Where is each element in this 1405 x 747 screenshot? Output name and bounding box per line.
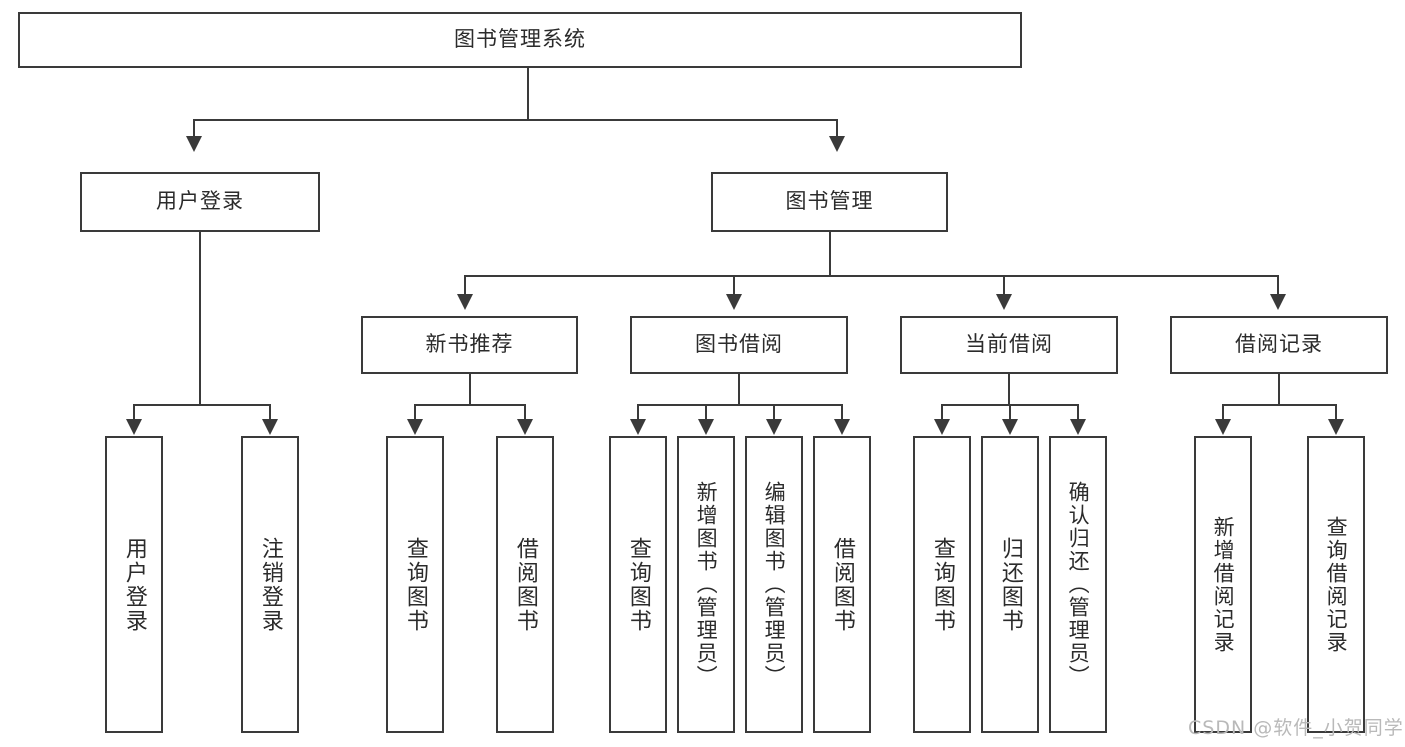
leaf-return-book-label: 归还图书 — [997, 536, 1023, 633]
node-new-book-recommend-label: 新书推荐 — [425, 332, 514, 357]
leaf-query-book-3-label: 查询图书 — [929, 536, 955, 633]
arrowhead-user-login — [186, 136, 202, 152]
node-user-login[interactable]: 用户登录 — [80, 172, 320, 232]
connector-drop-query-book-3 — [941, 404, 943, 420]
leaf-query-book-3[interactable]: 查询图书 — [913, 436, 971, 733]
arrowhead-book-borrow — [726, 294, 742, 310]
leaf-confirm-return-label: 确认归还（管理员） — [1066, 481, 1091, 688]
connector-drop-query-book-1 — [414, 404, 416, 420]
arrowhead-book-manage — [829, 136, 845, 152]
connector-drop-return-book — [1009, 404, 1011, 420]
arrowhead-edit-book — [766, 419, 782, 435]
connector-level2-bus — [193, 119, 838, 121]
leaf-user-logout[interactable]: 注销登录 — [241, 436, 299, 733]
connector-book-borrow-bus — [637, 404, 843, 406]
arrowhead-return-book — [1002, 419, 1018, 435]
arrowhead-borrow-book-1 — [517, 419, 533, 435]
arrowhead-borrow-record — [1270, 294, 1286, 310]
node-book-borrow-label: 图书借阅 — [695, 332, 783, 357]
node-new-book-recommend[interactable]: 新书推荐 — [361, 316, 578, 374]
node-root-label: 图书管理系统 — [454, 27, 586, 52]
arrowhead-add-record — [1215, 419, 1231, 435]
connector-drop-book-manage — [836, 119, 838, 137]
leaf-user-logout-label: 注销登录 — [257, 536, 283, 633]
arrowhead-new-book-rec — [457, 294, 473, 310]
leaf-borrow-book-1-label: 借阅图书 — [512, 536, 538, 633]
leaf-query-record[interactable]: 查询借阅记录 — [1307, 436, 1365, 733]
connector-book-manage-stem — [829, 232, 831, 276]
connector-drop-confirm-return — [1077, 404, 1079, 420]
connector-drop-leaf-user-logout — [269, 404, 271, 420]
leaf-borrow-book-2-label: 借阅图书 — [829, 536, 855, 633]
connector-borrow-record-bus — [1222, 404, 1337, 406]
node-book-borrow[interactable]: 图书借阅 — [630, 316, 848, 374]
node-borrow-record[interactable]: 借阅记录 — [1170, 316, 1388, 374]
leaf-edit-book[interactable]: 编辑图书（管理员） — [745, 436, 803, 733]
connector-new-book-rec-stem — [469, 374, 471, 405]
node-book-manage-label: 图书管理 — [785, 189, 874, 214]
connector-drop-add-record — [1222, 404, 1224, 420]
node-borrow-record-label: 借阅记录 — [1235, 332, 1323, 357]
leaf-query-book-1[interactable]: 查询图书 — [386, 436, 444, 733]
node-root-system[interactable]: 图书管理系统 — [18, 12, 1022, 68]
arrowhead-add-book — [698, 419, 714, 435]
leaf-query-book-2-label: 查询图书 — [625, 536, 651, 633]
arrowhead-query-book-1 — [407, 419, 423, 435]
connector-drop-new-book-rec — [464, 275, 466, 295]
connector-drop-borrow-record — [1277, 275, 1279, 295]
leaf-borrow-book-1[interactable]: 借阅图书 — [496, 436, 554, 733]
connector-user-login-stem — [199, 232, 201, 405]
leaf-query-record-label: 查询借阅记录 — [1324, 515, 1349, 654]
arrowhead-current-borrow — [996, 294, 1012, 310]
leaf-query-book-2[interactable]: 查询图书 — [609, 436, 667, 733]
leaf-query-book-1-label: 查询图书 — [402, 536, 428, 633]
node-user-login-label: 用户登录 — [156, 189, 244, 214]
node-current-borrow-label: 当前借阅 — [965, 332, 1053, 357]
connector-drop-borrow-book-2 — [841, 404, 843, 420]
connector-new-book-rec-bus — [414, 404, 526, 406]
leaf-confirm-return[interactable]: 确认归还（管理员） — [1049, 436, 1107, 733]
leaf-add-book-label: 新增图书（管理员） — [694, 481, 719, 688]
node-current-borrow[interactable]: 当前借阅 — [900, 316, 1118, 374]
arrowhead-borrow-book-2 — [834, 419, 850, 435]
arrowhead-leaf-user-logout — [262, 419, 278, 435]
arrowhead-query-book-3 — [934, 419, 950, 435]
arrowhead-query-record — [1328, 419, 1344, 435]
watermark-text: CSDN @软件_小贺同学 — [1188, 717, 1404, 739]
arrowhead-query-book-2 — [630, 419, 646, 435]
connector-book-borrow-stem — [738, 374, 740, 405]
connector-drop-current-borrow — [1003, 275, 1005, 295]
leaf-user-login-label: 用户登录 — [121, 536, 147, 633]
leaf-add-record-label: 新增借阅记录 — [1211, 515, 1236, 654]
leaf-add-record[interactable]: 新增借阅记录 — [1194, 436, 1252, 733]
connector-borrow-record-stem — [1278, 374, 1280, 405]
connector-level3-bus — [464, 275, 1279, 277]
connector-drop-leaf-user-login — [133, 404, 135, 420]
connector-drop-edit-book — [773, 404, 775, 420]
connector-current-borrow-stem — [1008, 374, 1010, 405]
leaf-borrow-book-2[interactable]: 借阅图书 — [813, 436, 871, 733]
connector-drop-query-book-2 — [637, 404, 639, 420]
leaf-edit-book-label: 编辑图书（管理员） — [762, 481, 787, 688]
leaf-add-book[interactable]: 新增图书（管理员） — [677, 436, 735, 733]
leaf-user-login[interactable]: 用户登录 — [105, 436, 163, 733]
connector-drop-user-login — [193, 119, 195, 137]
connector-drop-book-borrow — [733, 275, 735, 295]
connector-root-stem — [527, 68, 529, 120]
leaf-return-book[interactable]: 归还图书 — [981, 436, 1039, 733]
node-book-manage[interactable]: 图书管理 — [711, 172, 948, 232]
connector-drop-add-book — [705, 404, 707, 420]
connector-drop-borrow-book-1 — [524, 404, 526, 420]
arrowhead-leaf-user-login — [126, 419, 142, 435]
connector-drop-query-record — [1335, 404, 1337, 420]
arrowhead-confirm-return — [1070, 419, 1086, 435]
connector-user-login-bus — [133, 404, 270, 406]
